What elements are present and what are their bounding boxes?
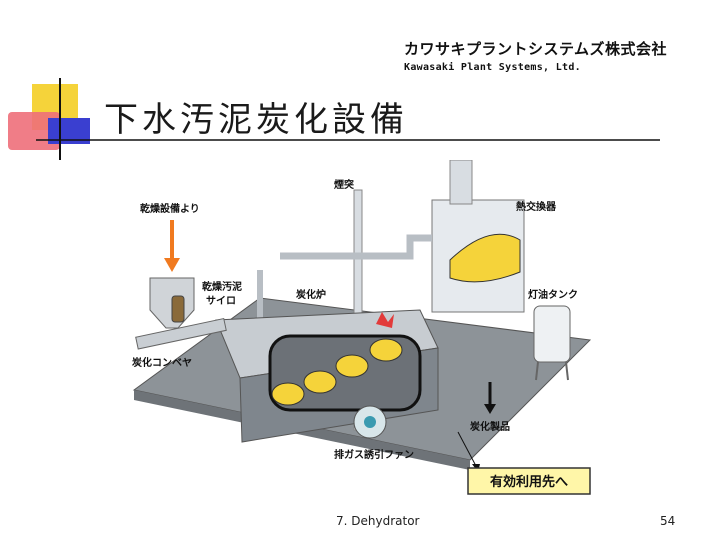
output-arrow-line bbox=[457, 431, 477, 467]
company-logo: カワサキプラントシステムズ株式会社 Kawasaki Plant Systems… bbox=[404, 38, 684, 73]
silo-window bbox=[171, 295, 185, 323]
deco-blue-block bbox=[48, 118, 90, 144]
label-heat-exchanger: 熱交換器 bbox=[516, 200, 557, 213]
feed-arrow-head bbox=[164, 258, 180, 272]
title-decoration bbox=[8, 78, 660, 160]
gas-duct bbox=[280, 234, 432, 260]
label-silo-line2: サイロ bbox=[206, 295, 236, 307]
tank-leg-left bbox=[535, 361, 539, 381]
kiln-segment-1 bbox=[271, 382, 305, 406]
footer-chapter: 7. Dehydrator bbox=[336, 514, 420, 528]
label-exhaust-fan: 排ガス誘引ファン bbox=[334, 448, 414, 461]
label-char-conveyor: 炭化コンベヤ bbox=[132, 356, 192, 369]
deco-yellow-square bbox=[32, 84, 78, 130]
product-arrow-head bbox=[484, 404, 496, 414]
label-furnace: 炭化炉 bbox=[296, 288, 326, 301]
effective-use-box bbox=[467, 467, 591, 495]
company-name-en: Kawasaki Plant Systems, Ltd. bbox=[404, 62, 581, 73]
deco-red-block bbox=[8, 112, 60, 150]
label-chimney: 煙突 bbox=[334, 178, 354, 191]
heat-exchanger-stack bbox=[449, 160, 473, 205]
fan-hub bbox=[364, 416, 376, 428]
burner-flame bbox=[376, 312, 394, 328]
kiln-segment-2 bbox=[303, 370, 337, 394]
company-name-jp: カワサキプラントシステムズ株式会社 bbox=[404, 40, 668, 58]
carbonization-plant-diagram: 煙突 乾燥設備より 熱交換器 乾燥汚泥 サイロ 炭化炉 灯油タンク 炭化コンベヤ… bbox=[132, 160, 592, 495]
label-kerosene-tank: 灯油タンク bbox=[528, 288, 578, 301]
char-conveyor bbox=[135, 317, 227, 350]
heat-exchanger-window bbox=[449, 233, 521, 283]
kerosene-tank bbox=[533, 305, 571, 363]
slide-title: 下水汚泥炭化設備 bbox=[104, 100, 408, 140]
kiln-segment-3 bbox=[335, 354, 369, 378]
tank-leg-right bbox=[565, 361, 569, 381]
label-from-dryer: 乾燥設備より bbox=[140, 202, 200, 215]
label-silo-line1: 乾燥汚泥 bbox=[202, 280, 242, 293]
label-char-product: 炭化製品 bbox=[470, 420, 510, 433]
label-effective-use: 有効利用先へ bbox=[490, 474, 568, 490]
kiln-segment-4 bbox=[369, 338, 403, 362]
page-number: 54 bbox=[660, 514, 676, 528]
